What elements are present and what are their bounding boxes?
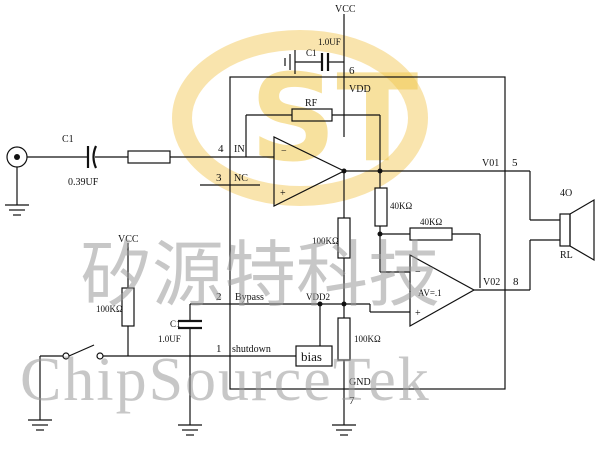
resistor-40k-a	[374, 187, 388, 227]
watermark-logo-text: ST	[250, 50, 418, 189]
cap-bypass-value: 1.0UF	[158, 334, 181, 344]
r-40k-a-label: 40KΩ	[390, 201, 412, 211]
rf-label: RF	[305, 98, 318, 109]
cap-input	[86, 145, 128, 169]
nc-label: NC	[234, 173, 248, 184]
r-40k-b-label: 40KΩ	[420, 217, 442, 227]
r-100k-b-label: 100KΩ	[354, 334, 381, 344]
vcc-top-label: VCC	[335, 4, 356, 15]
cap-input-name: C1	[62, 134, 74, 145]
in-label: IN	[234, 144, 245, 155]
bypass-label: Bypass	[235, 292, 264, 303]
speaker-value: 4O	[560, 188, 572, 199]
speaker-icon	[529, 171, 595, 290]
watermark-chinese: 矽源特科技	[80, 233, 440, 317]
watermark-english: ChipSourceTek	[20, 346, 431, 414]
opamp-1-plus: +	[280, 188, 286, 199]
cap-bypass-name: C1	[170, 319, 181, 329]
vcc-left-label: VCC	[118, 234, 139, 245]
pin-3-label: 3	[216, 172, 222, 184]
pin-5-label: 5	[512, 157, 518, 169]
pin-4-label: 4	[218, 143, 224, 155]
cap-bypass	[178, 304, 202, 436]
input-jack	[5, 146, 88, 216]
cap-input-value: 0.39UF	[68, 177, 99, 188]
bias-box	[295, 345, 333, 367]
cap-top-name: C1	[306, 48, 317, 58]
gnd-label: GND	[349, 377, 371, 388]
r-100k-left-label: 100KΩ	[96, 304, 123, 314]
opamp-2	[409, 253, 476, 328]
vo1-label: V01	[482, 158, 499, 169]
opamp-2-minus: −	[415, 267, 421, 278]
opamp-1-minus: −	[281, 146, 287, 157]
av-label: AV=.1	[418, 288, 442, 298]
pin-7-label: 7	[349, 395, 355, 407]
chip-outline	[229, 76, 506, 390]
bias-label: bias	[301, 349, 322, 364]
opamp-1	[273, 136, 346, 207]
pin-8-label: 8	[513, 276, 519, 288]
pin-1-label: 1	[216, 343, 222, 355]
ground-icon	[332, 424, 356, 436]
vdd2-label: VDD2	[306, 292, 330, 302]
pin-6-label: 6	[349, 65, 355, 77]
cap-top-value: 1.0UF	[318, 37, 341, 47]
resistor-input	[127, 150, 171, 164]
pin-2-label: 2	[216, 291, 222, 303]
r-100k-a-label: 100KΩ	[312, 236, 339, 246]
shutdown-switch	[28, 344, 296, 431]
vdd-label: VDD	[349, 84, 371, 95]
cap-top	[284, 50, 344, 74]
rl-label: RL	[560, 250, 573, 261]
opamp-2-plus: +	[415, 308, 421, 319]
shutdown-label: shutdown	[232, 344, 271, 355]
vo2-label: V02	[483, 277, 500, 288]
